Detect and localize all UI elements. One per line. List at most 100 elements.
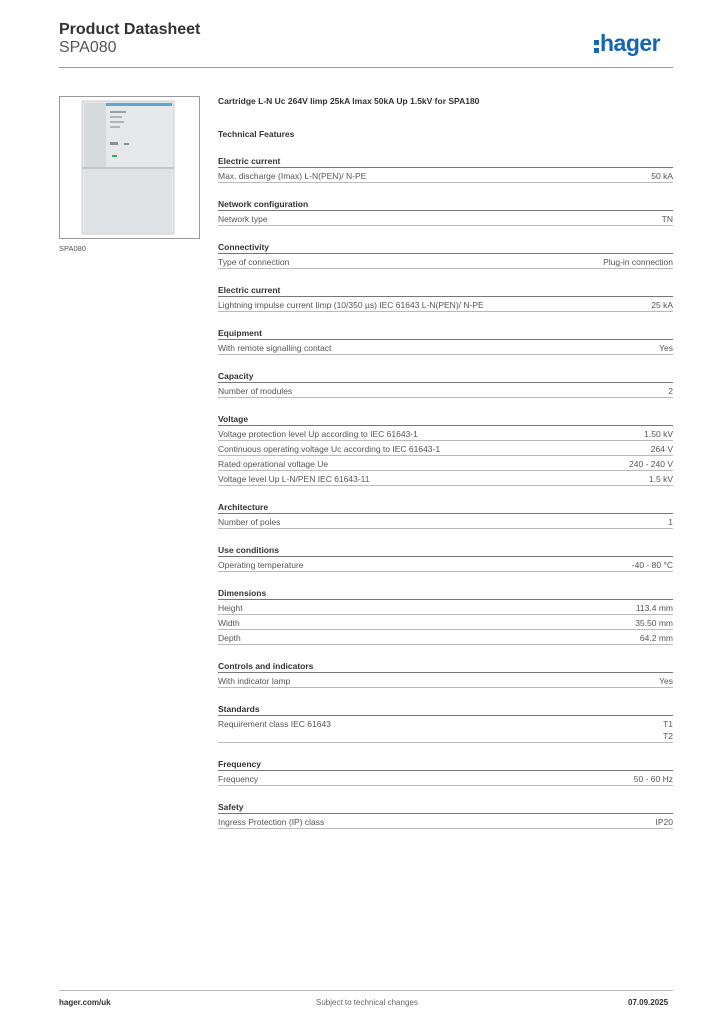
feature-label: Voltage protection level Up according to… [218,429,418,439]
feature-row: Voltage protection level Up according to… [218,426,673,441]
feature-row: Type of connection Plug-in connection [218,254,673,269]
feature-row: Operating temperature -40 - 80 °C [218,557,673,572]
feature-value: 240 - 240 V [629,459,673,469]
feature-row: Requirement class IEC 61643 T1 T2 [218,716,673,743]
footer-date: 07.09.2025 [628,998,669,1007]
feature-row: Continuous operating voltage Uc accordin… [218,441,673,456]
feature-value: 264 V [650,444,673,454]
feature-label: Ingress Protection (IP) class [218,817,325,827]
feature-value: 1 [668,517,673,527]
feature-row: Number of poles 1 [218,514,673,529]
feature-value: 2 [668,386,673,396]
feature-value: Plug-in connection [603,257,673,267]
feature-value: T1 T2 [663,719,673,741]
datasheet-content: Cartridge L-N Uc 264V Iimp 25kA Imax 50k… [218,96,673,829]
section-heading: Electric current [218,156,673,168]
feature-value: TN [661,214,673,224]
section-heading: Standards [218,704,673,716]
feature-row: Rated operational voltage Ue 240 - 240 V [218,456,673,471]
feature-value: Yes [659,676,673,686]
feature-value: 64.2 mm [639,633,673,643]
feature-label: Operating temperature [218,560,304,570]
feature-label: Network type [218,214,268,224]
feature-label: Requirement class IEC 61643 [218,719,331,729]
section-heading: Architecture [218,502,673,514]
section-heading: Electric current [218,285,673,297]
section-heading: Voltage [218,414,673,426]
feature-value: 1.5 kV [648,474,673,484]
feature-row: With indicator lamp Yes [218,673,673,688]
image-caption: SPA080 [59,244,86,253]
feature-row: Width 35.50 mm [218,615,673,630]
feature-label: With remote signalling contact [218,343,332,353]
section-heading: Frequency [218,759,673,771]
section-heading: Equipment [218,328,673,340]
feature-value: 1.50 kV [644,429,673,439]
feature-value: 50 kA [651,171,673,181]
section-heading: Controls and indicators [218,661,673,673]
feature-value: -40 - 80 °C [631,560,673,570]
section-heading: Safety [218,802,673,814]
section-heading: Dimensions [218,588,673,600]
footer-notice: Subject to technical changes [316,998,418,1007]
feature-label: Width [218,618,240,628]
feature-row: Depth 64.2 mm [218,630,673,645]
feature-value: 25 kA [651,300,673,310]
feature-label: Frequency [218,774,259,784]
page-title: Product Datasheet [59,21,201,38]
feature-row: Network type TN [218,211,673,226]
section-heading: Capacity [218,371,673,383]
feature-row: Frequency 50 - 60 Hz [218,771,673,786]
hager-logo: hager [594,30,661,57]
logo-text: hager [600,30,661,56]
section-heading: Connectivity [218,242,673,254]
feature-row: With remote signalling contact Yes [218,340,673,355]
feature-value: 50 - 60 Hz [633,774,673,784]
feature-label: Number of poles [218,517,281,527]
feature-label: Max. discharge (Imax) L-N(PEN)/ N-PE [218,171,367,181]
feature-value: 35.50 mm [635,618,673,628]
feature-label: Rated operational voltage Ue [218,459,329,469]
feature-value: Yes [659,343,673,353]
feature-label: Voltage level Up L-N/PEN IEC 61643-11 [218,474,370,484]
feature-value: 113.4 mm [635,603,673,613]
feature-label: Lightning impulse current Iimp (10/350 µ… [218,300,484,310]
section-heading: Use conditions [218,545,673,557]
surge-cartridge-icon [60,97,199,238]
technical-features-heading: Technical Features [218,129,295,139]
feature-label: Depth [218,633,241,643]
product-image [59,96,200,239]
feature-label: Continuous operating voltage Uc accordin… [218,444,441,454]
feature-row: Lightning impulse current Iimp (10/350 µ… [218,297,673,312]
feature-label: Type of connection [218,257,290,267]
feature-row: Voltage level Up L-N/PEN IEC 61643-11 1.5… [218,471,673,486]
feature-value: IP20 [655,817,674,827]
feature-row: Height 113.4 mm [218,600,673,615]
footer-website: hager.com/uk [59,998,111,1007]
feature-label: With indicator lamp [218,676,291,686]
feature-label: Height [218,603,243,613]
footer-divider [59,990,673,991]
product-code: SPA080 [59,39,117,56]
product-title: Cartridge L-N Uc 264V Iimp 25kA Imax 50k… [218,96,480,106]
header-divider [59,67,673,68]
feature-row: Max. discharge (Imax) L-N(PEN)/ N-PE 50 k… [218,168,673,183]
section-heading: Network configuration [218,199,673,211]
feature-row: Ingress Protection (IP) class IP20 [218,814,673,829]
feature-label: Number of modules [218,386,293,396]
